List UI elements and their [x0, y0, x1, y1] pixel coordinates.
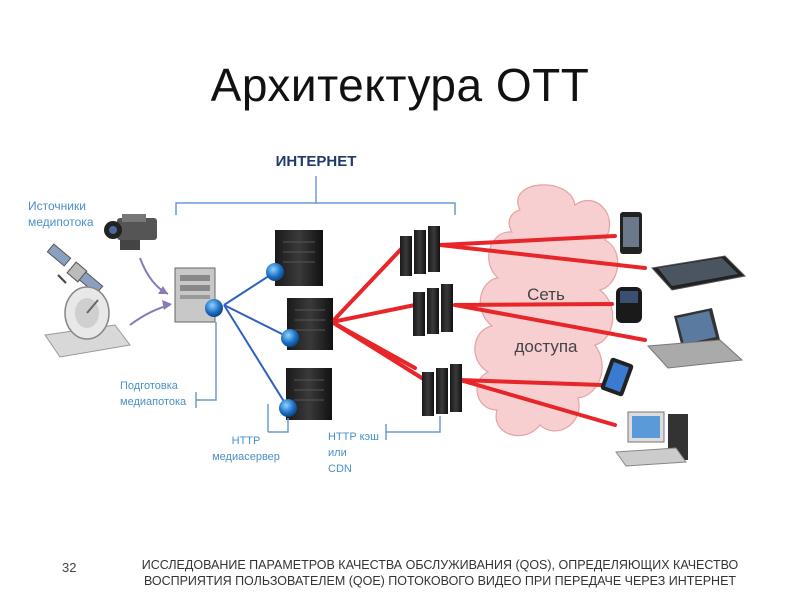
server-to-cache-links — [330, 243, 427, 382]
footer-caption-line2: ВОСПРИЯТИЯ ПОЛЬЗОВАТЕЛЕМ (QOE) ПОТОКОВОГ… — [143, 574, 737, 588]
http-media-server-icon — [281, 298, 333, 350]
satellite-icon — [46, 243, 104, 295]
cache-label-line3: CDN — [328, 463, 352, 475]
smartphone-icon — [620, 212, 642, 254]
video-camera-icon — [104, 214, 157, 250]
cloud-label-line2: доступа — [514, 337, 578, 356]
http-server-pointer — [268, 418, 289, 433]
internet-bracket — [175, 202, 456, 215]
prep-label-line2: медиапотока — [120, 396, 187, 408]
cache-label-line2: или — [328, 447, 347, 459]
encoder-server-icon — [174, 267, 223, 323]
page-number: 32 — [62, 560, 77, 575]
footer-caption-line1: ИССЛЕДОВАНИЕ ПАРАМЕТРОВ КАЧЕСТВА ОБСЛУЖИ… — [141, 558, 739, 572]
prep-pointer — [196, 322, 217, 401]
http-media-server-icon — [279, 368, 332, 420]
http-server-label-line1: HTTP — [232, 435, 261, 447]
desktop-computer-icon — [615, 411, 688, 467]
encoder-to-server-links — [223, 271, 291, 409]
http-server-label-line2: медиасервер — [212, 451, 280, 463]
arrow-head-1 — [158, 286, 168, 294]
internet-label: ИНТЕРНЕТ — [276, 153, 357, 170]
arrow-head-2 — [162, 300, 172, 310]
mobile-phone-icon — [600, 357, 634, 397]
sources-label-line1: Источники — [28, 199, 86, 213]
sources-label-line2: медипотока — [28, 215, 94, 229]
satellite-dish-icon — [44, 286, 131, 358]
cloud-label-line1: Сеть — [527, 285, 565, 304]
prep-label-line1: Подготовка — [120, 380, 179, 392]
cdn-cache-cluster-icon — [413, 284, 453, 336]
blackberry-phone-icon — [616, 287, 642, 323]
cdn-cache-cluster-icon — [422, 364, 462, 416]
cache-pointer — [386, 416, 441, 433]
slide-title: Архитектура OTT — [210, 59, 590, 111]
footer-caption: ИССЛЕДОВАНИЕ ПАРАМЕТРОВ КАЧЕСТВА ОБСЛУЖИ… — [100, 557, 780, 589]
tablet-icon — [651, 255, 747, 291]
cache-label-line1: HTTP кэш — [328, 431, 379, 443]
cache-to-client-links — [438, 234, 647, 427]
access-network-cloud: Сеть доступа — [474, 184, 619, 437]
laptop-icon — [646, 308, 744, 369]
http-media-server-icon — [266, 230, 323, 286]
cdn-cache-cluster-icon — [400, 226, 440, 276]
